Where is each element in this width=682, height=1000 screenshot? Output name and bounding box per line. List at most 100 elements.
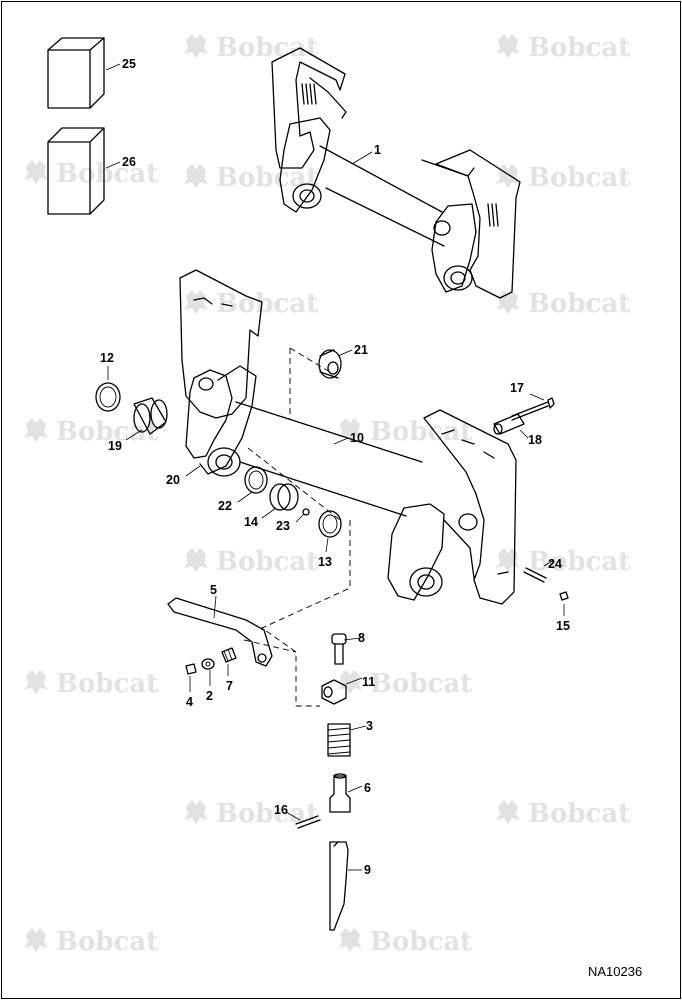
callout-10[interactable]: 10 bbox=[350, 431, 364, 445]
bobcat-logo-icon bbox=[184, 290, 208, 314]
bobcat-logo-icon bbox=[24, 418, 48, 442]
callout-5[interactable]: 5 bbox=[210, 583, 217, 597]
callout-13[interactable]: 13 bbox=[318, 555, 332, 569]
part-16-pin[interactable] bbox=[295, 815, 321, 829]
watermark-text: Bobcat bbox=[56, 669, 158, 699]
part-18-spacer[interactable] bbox=[493, 413, 525, 435]
watermark-text: Bobcat bbox=[528, 33, 630, 63]
bobcat-logo-icon bbox=[338, 670, 362, 694]
part-25-kit-box[interactable] bbox=[47, 37, 105, 109]
watermark-text: Bobcat bbox=[370, 417, 472, 447]
bobcat-logo-icon bbox=[184, 34, 208, 58]
part-19-bushing[interactable] bbox=[133, 397, 168, 435]
watermark-text: Bobcat bbox=[216, 547, 318, 577]
bobcat-watermark: Bobcat bbox=[184, 547, 318, 577]
bobcat-watermark: Bobcat bbox=[24, 159, 158, 189]
part-23-grease-fitting[interactable] bbox=[302, 508, 310, 516]
part-13-snap-ring[interactable] bbox=[318, 510, 342, 538]
part-8-bolt[interactable] bbox=[331, 633, 347, 665]
watermark-text: Bobcat bbox=[370, 669, 472, 699]
drawing-code: NA10236 bbox=[588, 964, 642, 979]
callout-22[interactable]: 22 bbox=[218, 499, 232, 513]
callout-3[interactable]: 3 bbox=[366, 719, 373, 733]
part-1-mounting-frame-assembly[interactable] bbox=[271, 47, 521, 299]
bobcat-logo-icon bbox=[24, 928, 48, 952]
part-14-bushing[interactable] bbox=[269, 483, 299, 511]
bobcat-watermark: Bobcat bbox=[496, 547, 630, 577]
watermark-text: Bobcat bbox=[216, 33, 318, 63]
callout-20[interactable]: 20 bbox=[166, 473, 180, 487]
part-2-washer[interactable] bbox=[201, 658, 215, 670]
callout-1[interactable]: 1 bbox=[374, 143, 381, 157]
callout-11[interactable]: 11 bbox=[362, 675, 375, 689]
bobcat-logo-icon bbox=[184, 800, 208, 824]
watermark-text: Bobcat bbox=[528, 289, 630, 319]
part-4-nut[interactable] bbox=[185, 663, 197, 675]
bobcat-watermark: Bobcat bbox=[24, 927, 158, 957]
bobcat-watermark: Bobcat bbox=[184, 289, 318, 319]
callout-24[interactable]: 24 bbox=[548, 557, 562, 571]
callout-2[interactable]: 2 bbox=[206, 689, 213, 703]
watermark-text: Bobcat bbox=[528, 799, 630, 829]
callout-23[interactable]: 23 bbox=[276, 519, 290, 533]
part-26-kit-box[interactable] bbox=[47, 127, 105, 215]
bobcat-watermark: Bobcat bbox=[24, 669, 158, 699]
part-3-spring[interactable] bbox=[327, 723, 351, 757]
exploded-view-lines bbox=[243, 347, 351, 707]
part-21-bushing[interactable] bbox=[318, 349, 342, 379]
bobcat-watermark: Bobcat bbox=[338, 669, 472, 699]
watermark-text: Bobcat bbox=[216, 799, 318, 829]
callout-14[interactable]: 14 bbox=[244, 515, 258, 529]
bobcat-watermark: Bobcat bbox=[338, 417, 472, 447]
watermark-text: Bobcat bbox=[528, 163, 630, 193]
bobcat-logo-icon bbox=[496, 548, 520, 572]
callout-8[interactable]: 8 bbox=[358, 631, 365, 645]
watermark-text: Bobcat bbox=[216, 289, 318, 319]
callout-7[interactable]: 7 bbox=[226, 679, 233, 693]
callout-9[interactable]: 9 bbox=[364, 863, 371, 877]
callout-16[interactable]: 16 bbox=[274, 803, 288, 817]
callout-21[interactable]: 21 bbox=[354, 343, 368, 357]
part-22-snap-ring[interactable] bbox=[244, 466, 268, 494]
bobcat-logo-icon bbox=[496, 164, 520, 188]
bobcat-watermark: Bobcat bbox=[496, 799, 630, 829]
part-7-spring[interactable] bbox=[221, 647, 237, 663]
callout-25[interactable]: 25 bbox=[122, 57, 136, 71]
callout-15[interactable]: 15 bbox=[556, 619, 570, 633]
part-24-pin[interactable] bbox=[523, 567, 547, 583]
callout-18[interactable]: 18 bbox=[528, 433, 542, 447]
callout-26[interactable]: 26 bbox=[122, 155, 136, 169]
bobcat-logo-icon bbox=[338, 928, 362, 952]
watermark-text: Bobcat bbox=[56, 927, 158, 957]
bobcat-logo-icon bbox=[496, 34, 520, 58]
bobcat-watermark: Bobcat bbox=[496, 289, 630, 319]
part-11-block[interactable] bbox=[321, 679, 347, 705]
callout-12[interactable]: 12 bbox=[100, 351, 114, 365]
bobcat-logo-icon bbox=[184, 164, 208, 188]
callout-6[interactable]: 6 bbox=[364, 781, 371, 795]
callout-labels: 25 26 1 21 12 17 18 10 19 20 22 14 23 13… bbox=[100, 57, 570, 877]
part-17-bolt[interactable] bbox=[511, 397, 555, 421]
part-12-snap-ring[interactable] bbox=[95, 382, 121, 412]
watermark-text: Bobcat bbox=[528, 547, 630, 577]
bobcat-watermark: Bobcat bbox=[496, 33, 630, 63]
part-6-pivot[interactable] bbox=[329, 773, 351, 813]
bobcat-watermark: Bobcat bbox=[184, 799, 318, 829]
part-15-nut[interactable] bbox=[559, 591, 569, 601]
bobcat-watermark: Bobcat bbox=[496, 163, 630, 193]
part-9-handle[interactable] bbox=[329, 841, 349, 931]
bobcat-logo-icon bbox=[24, 670, 48, 694]
callout-17[interactable]: 17 bbox=[510, 381, 524, 395]
bobcat-watermark: Bobcat bbox=[338, 927, 472, 957]
leader-lines bbox=[105, 63, 565, 871]
watermark-text: Bobcat bbox=[370, 927, 472, 957]
bobcat-logo-icon bbox=[24, 160, 48, 184]
watermark-text: Bobcat bbox=[56, 159, 158, 189]
callout-19[interactable]: 19 bbox=[108, 439, 122, 453]
callout-4[interactable]: 4 bbox=[186, 695, 193, 709]
part-5-lever[interactable] bbox=[167, 597, 273, 667]
part-10-mounting-frame[interactable] bbox=[179, 269, 517, 605]
bobcat-logo-icon bbox=[496, 800, 520, 824]
